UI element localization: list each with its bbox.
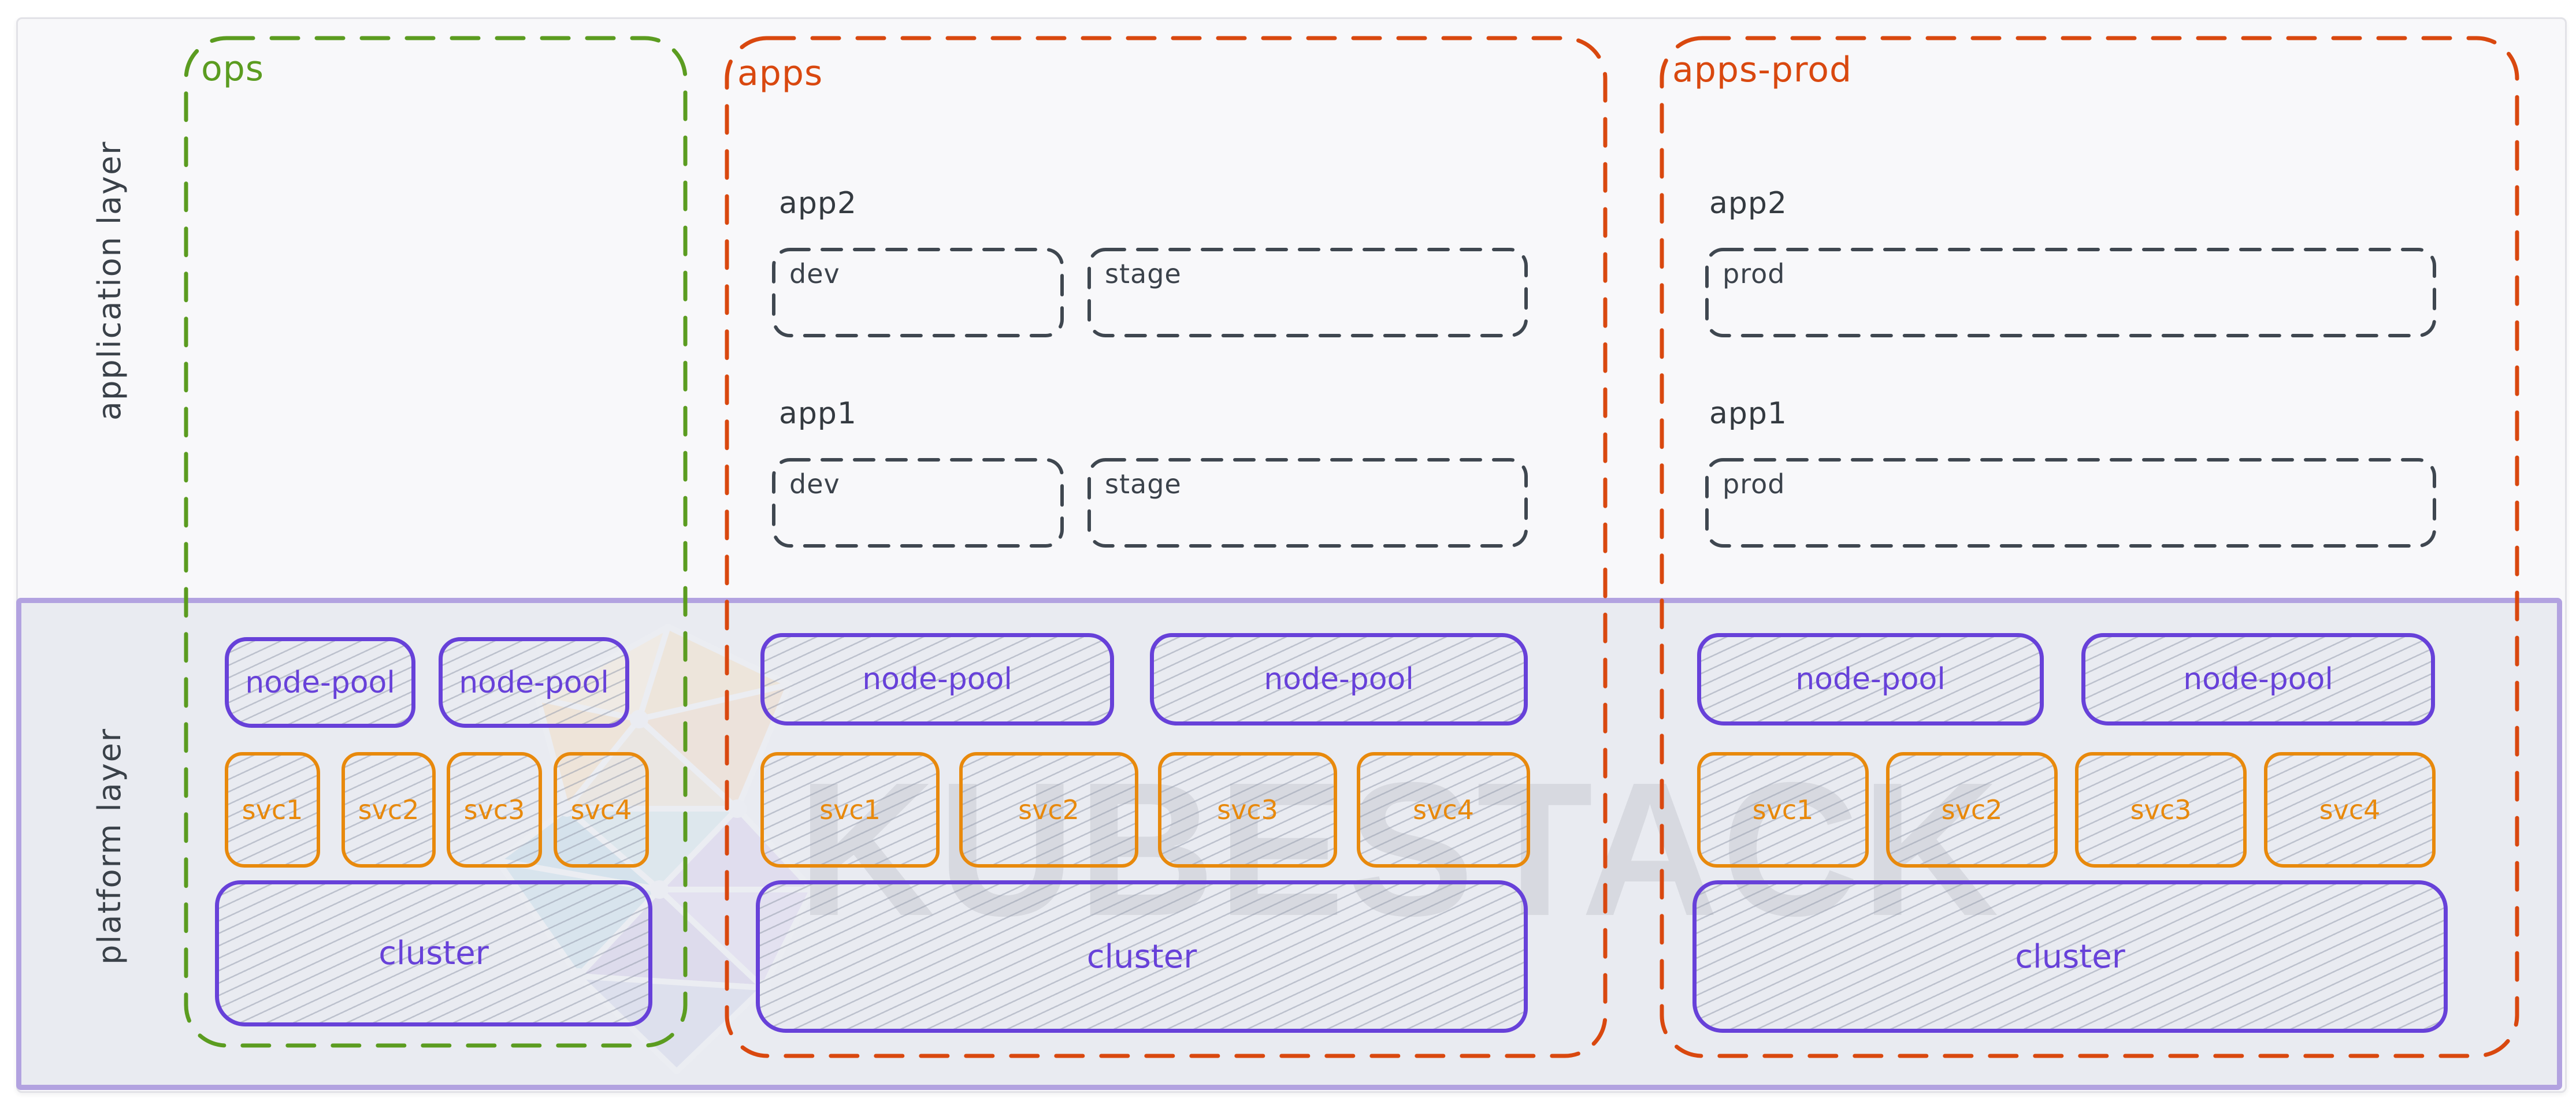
apps-app1-dev-box: dev [772,458,1064,548]
node-pool-label: node-pool [862,662,1012,697]
apps-prod-app1-prod-box: prod [1705,458,2436,548]
apps-group-label: apps [737,53,823,94]
env-label: stage [1105,258,1182,289]
apps-svc3: svc3 [1158,752,1337,868]
ops-node-pool-2: node-pool [439,637,629,728]
ops-svc1: svc1 [225,752,320,868]
svc-label: svc3 [2130,794,2192,825]
ops-svc4: svc4 [554,752,649,868]
apps-node-pool-1: node-pool [760,633,1114,725]
apps-node-pool-2: node-pool [1150,633,1528,725]
env-label: dev [789,468,840,500]
apps-svc4: svc4 [1357,752,1530,868]
node-pool-label: node-pool [2183,662,2333,697]
env-label: prod [1723,468,1786,500]
env-label: stage [1105,468,1182,500]
apps-prod-node-pool-2: node-pool [2081,633,2435,725]
ops-svc2: svc2 [342,752,436,868]
svc-label: svc1 [1752,794,1814,825]
apps-app2-label: app2 [779,186,857,221]
svc-label: svc1 [242,794,303,825]
node-pool-label: node-pool [1264,662,1414,697]
apps-app2-stage-box: stage [1087,248,1528,337]
cluster-label: cluster [378,935,489,972]
apps-app2-dev-box: dev [772,248,1064,337]
svc-label: svc4 [1413,794,1474,825]
svc-label: svc3 [463,794,525,825]
apps-prod-app2-prod-box: prod [1705,248,2436,337]
apps-svc1: svc1 [760,752,940,868]
svc-label: svc4 [2319,794,2381,825]
svc-label: svc2 [358,794,420,825]
apps-prod-app1-label: app1 [1709,396,1787,431]
svc-label: svc4 [570,794,632,825]
apps-prod-svc4: svc4 [2264,752,2436,868]
apps-group-box [725,36,1608,1058]
apps-prod-group-label: apps-prod [1672,50,1853,90]
apps-prod-group-box [1660,36,2519,1058]
apps-prod-svc1: svc1 [1697,752,1869,868]
cluster-label: cluster [1086,937,1197,976]
ops-cluster: cluster [215,880,652,1026]
node-pool-label: node-pool [459,665,609,700]
cluster-label: cluster [2015,937,2125,976]
svc-label: svc1 [819,794,881,825]
apps-app1-stage-box: stage [1087,458,1528,548]
env-label: dev [789,258,840,289]
apps-prod-app2-label: app2 [1709,186,1787,221]
ops-group-label: ops [201,49,265,89]
apps-svc2: svc2 [959,752,1138,868]
ops-group-box [184,36,688,1048]
ops-node-pool-1: node-pool [225,637,415,728]
application-layer-label: application layer [91,140,128,421]
apps-prod-svc3: svc3 [2075,752,2247,868]
ops-svc3: svc3 [447,752,542,868]
svc-label: svc2 [1941,794,2003,825]
node-pool-label: node-pool [1795,662,1946,697]
svc-label: svc3 [1217,794,1278,825]
platform-layer-label: platform layer [91,727,128,965]
apps-prod-node-pool-1: node-pool [1697,633,2044,725]
apps-app1-label: app1 [779,396,857,431]
env-label: prod [1723,258,1786,289]
node-pool-label: node-pool [245,665,395,700]
apps-prod-cluster: cluster [1692,880,2448,1033]
apps-cluster: cluster [756,880,1528,1033]
svc-label: svc2 [1018,794,1079,825]
apps-prod-svc2: svc2 [1886,752,2058,868]
